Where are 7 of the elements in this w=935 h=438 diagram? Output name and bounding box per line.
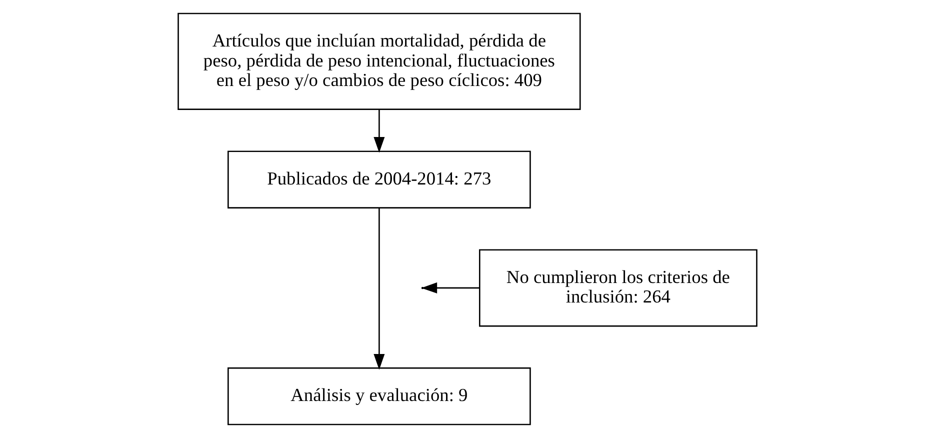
node-box: Análisis y evaluación: 9 xyxy=(228,367,531,426)
node-box: No cumplieron los criterios de inclusión: 264 xyxy=(479,249,758,327)
node-box: Publicados de 2004-2014: 273 xyxy=(228,150,531,208)
arrow xyxy=(421,282,480,294)
arrow xyxy=(374,208,385,370)
node-box: Artículos que incluían mortalidad, pérdida de peso, pérdida de peso intencional, fluctuaciones en el peso y/o cambios de peso cíclicos: 409 xyxy=(178,12,581,110)
arrow xyxy=(374,109,385,153)
